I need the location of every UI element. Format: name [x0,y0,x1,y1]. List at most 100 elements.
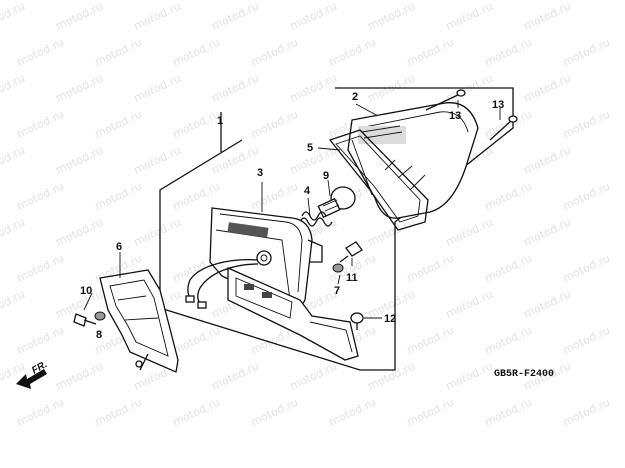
watermark-text: motod.ru [444,216,495,249]
watermark-text: motod.ru [483,396,534,429]
watermark-text: motod.ru [171,36,222,69]
watermark-text: motod.ru [132,0,183,33]
gasket [328,129,429,231]
watermark-text: motod.ru [366,0,417,33]
watermark-text: motod.ru [288,0,339,33]
watermark-text: motod.ru [483,108,534,141]
watermark-text: motod.ru [15,36,66,69]
watermark-text: motod.ru [210,360,261,393]
watermark-text: motod.ru [561,108,612,141]
callout-13-b: 13 [492,99,504,111]
watermark-text: motod.ru [0,0,27,33]
watermark-text: motod.ru [15,108,66,141]
watermark-text: motod.ru [0,72,27,105]
watermark-text: motod.ru [483,36,534,69]
watermark-text: motod.ru [405,36,456,69]
watermark-text: motod.ru [405,252,456,285]
screw-13-a [425,89,466,111]
watermark-text: motod.ru [522,288,573,321]
bolt-10 [73,313,97,327]
watermark-text: motod.ru [171,324,222,357]
watermark-text: motod.ru [15,324,66,357]
bulb [317,186,356,219]
watermark-text: motod.ru [483,180,534,213]
plate-holder [99,269,179,373]
callout-13-a: 13 [449,110,461,122]
callout-4: 4 [304,185,311,197]
watermark-text: motod.ru [249,396,300,429]
watermark-text: motod.ru [561,252,612,285]
front-direction-arrow-icon [16,369,47,389]
watermark-text: motod.ru [54,0,105,33]
callout-11: 11 [346,272,358,284]
watermark-text: motod.ru [249,180,300,213]
watermark-text: motod.ru [15,180,66,213]
watermark-text: motod.ru [522,216,573,249]
watermark-text: motod.ru [366,360,417,393]
watermark-text: motod.ru [93,396,144,429]
watermark-text: motod.ru [93,108,144,141]
watermark-text: motod.ru [249,36,300,69]
watermark-text: motod.ru [288,360,339,393]
callout-8: 8 [96,329,102,341]
callout-6: 6 [116,241,122,253]
callout-12: 12 [384,313,396,325]
watermark-text: motod.ru [444,360,495,393]
watermark-text: motod.ru [249,108,300,141]
housing [209,207,323,313]
screw-12 [350,312,364,330]
watermark-text: motod.ru [0,216,27,249]
watermark-text: motod.ru [522,72,573,105]
watermark-text: motod.ru [444,288,495,321]
watermark-text: motod.ru [327,396,378,429]
watermark-text: motod.ru [132,144,183,177]
diagram-code: GB5R-F2400 [494,369,554,380]
callout-10: 10 [80,285,92,297]
watermark-text: motod.ru [210,0,261,33]
lens [347,102,479,219]
watermark-text: motod.ru [0,144,27,177]
callout-7: 7 [334,285,340,297]
watermark-text: motod.ru [561,396,612,429]
watermark-text: motod.ru [132,216,183,249]
watermark-text: motod.ru [54,216,105,249]
watermark-text: motod.ru [444,0,495,33]
watermark-text: motod.ru [288,144,339,177]
license-bracket [227,266,359,361]
spring [299,211,333,227]
watermark-text: motod.ru [210,72,261,105]
watermark-text: motod.ru [171,396,222,429]
callout-9: 9 [323,170,329,182]
leader-lines [83,100,501,321]
callout-3: 3 [257,167,263,179]
watermark-text: motod.ru [132,72,183,105]
callout-5: 5 [307,142,313,154]
watermark-text: motod.ru [93,36,144,69]
watermark-text: motod.ru [54,360,105,393]
watermark-text: motod.ru [522,0,573,33]
watermark-text: motod.ru [327,36,378,69]
watermark-text: motod.ru [54,72,105,105]
watermark-text: motod.ru [0,360,27,393]
screw-11 [339,241,363,263]
watermark-text: motod.ru [483,324,534,357]
watermark-text: motod.ru [15,252,66,285]
watermark-text: motod.ru [210,144,261,177]
watermark-text: motod.ru [405,396,456,429]
screw-13-b [489,115,518,141]
watermark-text: motod.ru [522,144,573,177]
watermark-text: motod.ru [54,144,105,177]
washer-7 [332,263,344,273]
watermark-text: motod.ru [405,324,456,357]
watermark-text: motod.ru [561,180,612,213]
watermark-text: motod.ru [561,36,612,69]
watermark-text: motod.ru [0,288,27,321]
washer-8 [94,311,106,321]
watermark-text: motod.ru [171,108,222,141]
callouts: 1 2 3 4 5 6 7 8 9 10 11 12 13 13 [80,91,504,341]
watermark-text: motod.ru [93,180,144,213]
wiring [185,259,259,309]
